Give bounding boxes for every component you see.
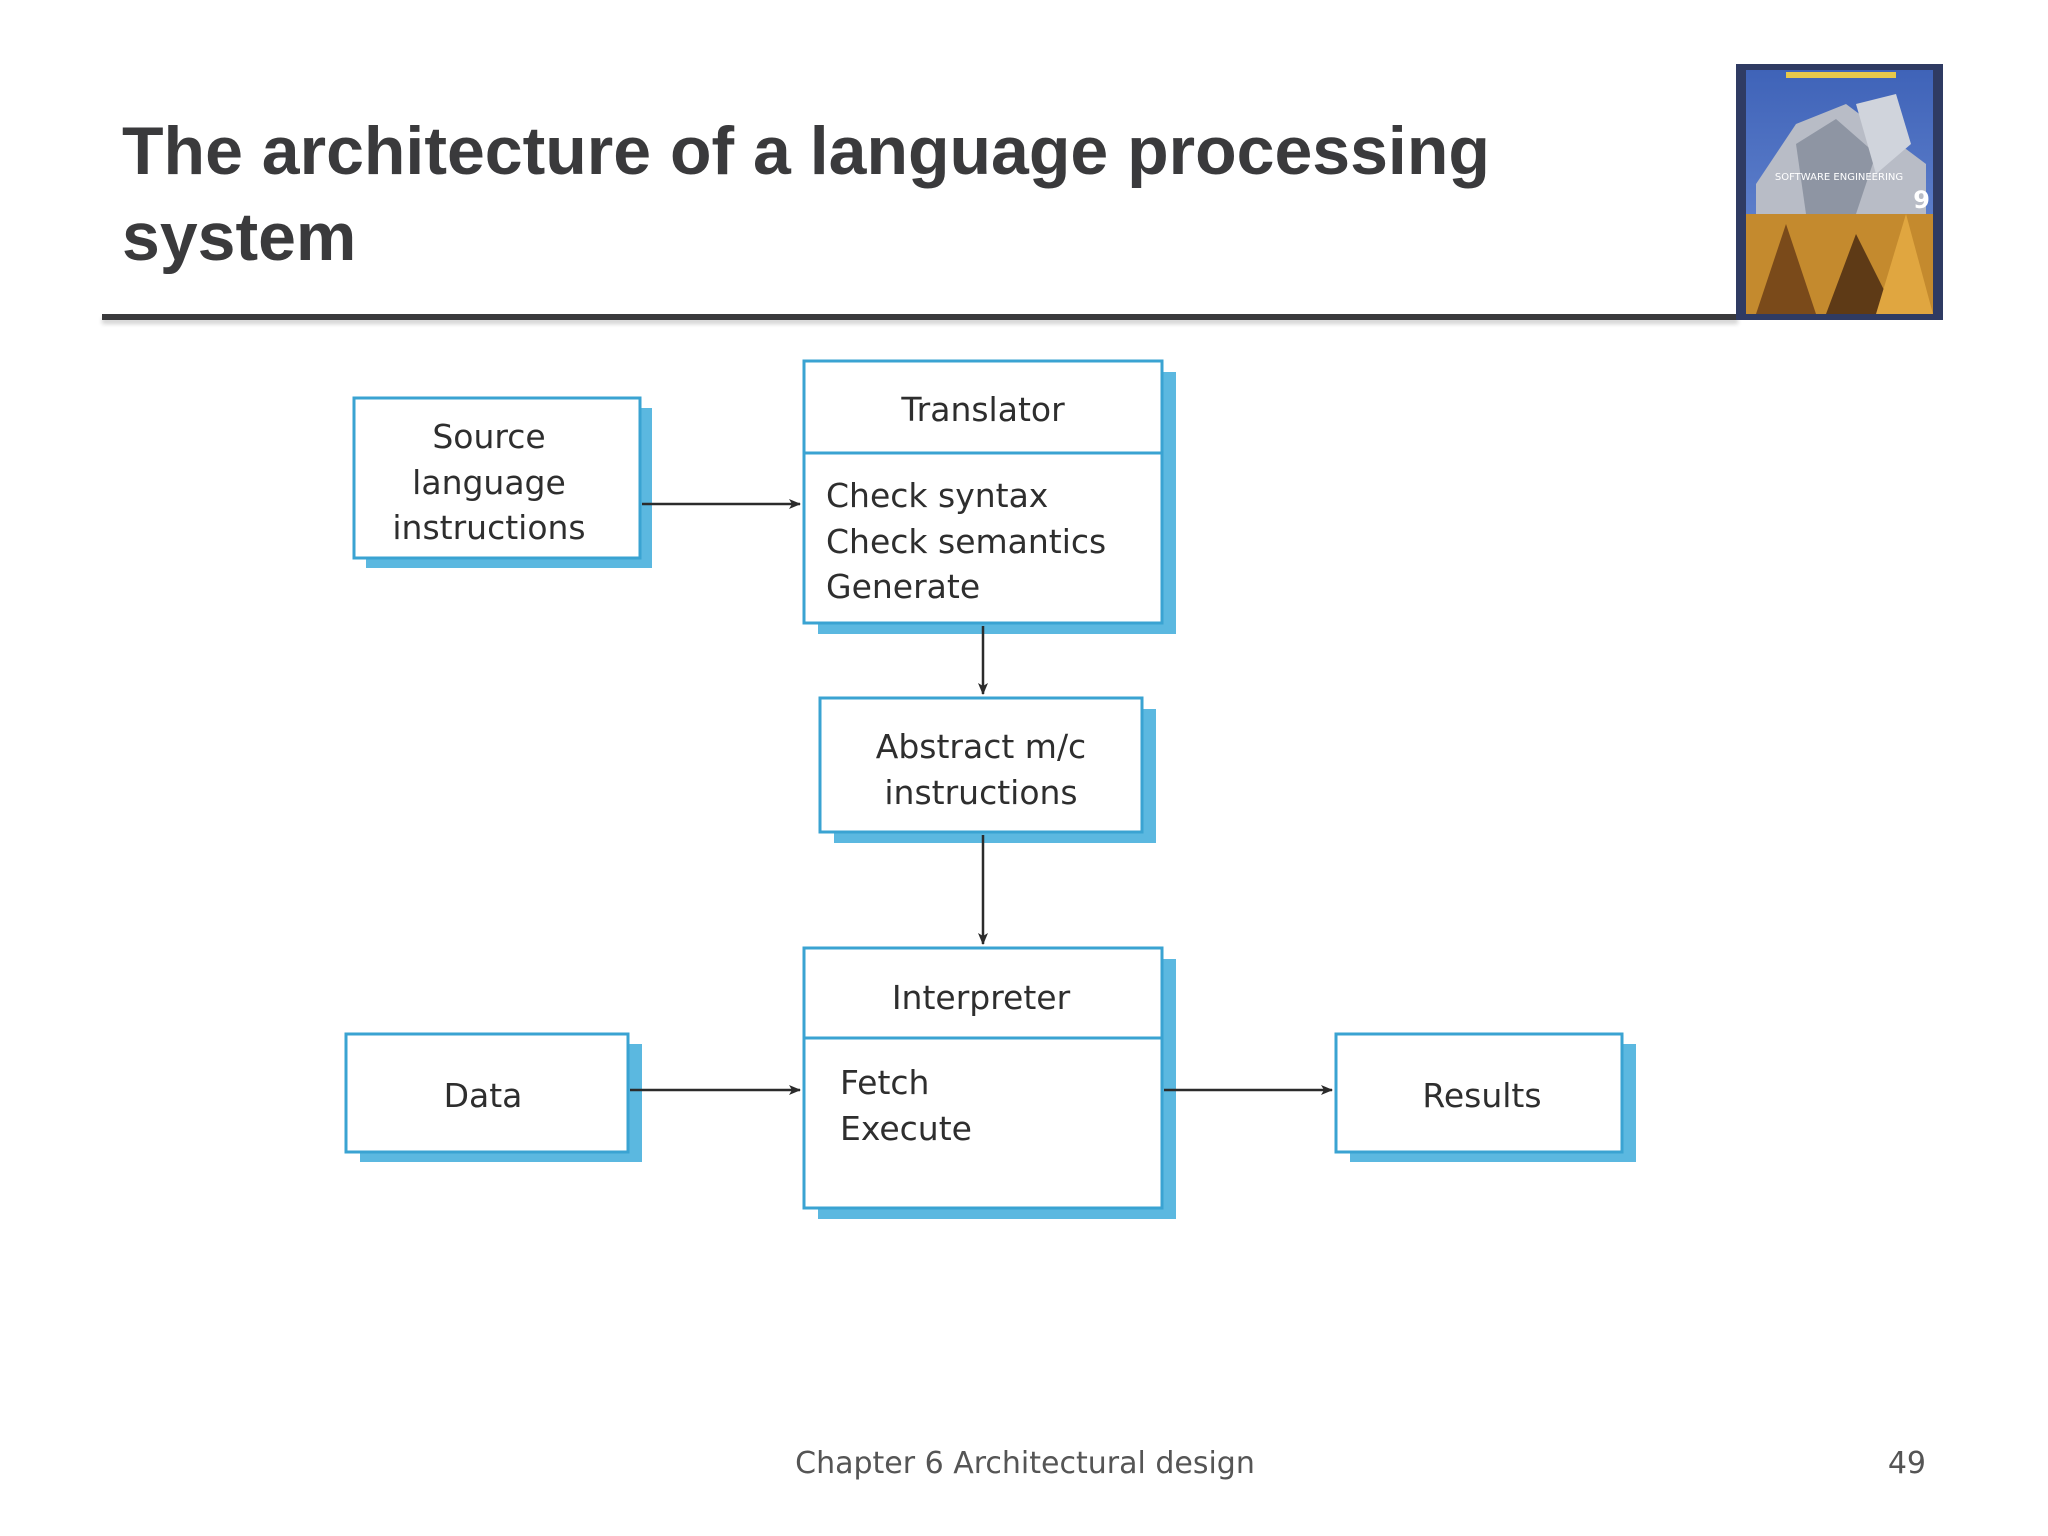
page-number: 49	[1887, 1446, 1926, 1481]
footer-chapter: Chapter 6 Architectural design	[795, 1446, 1255, 1481]
interpreter-line-2: Execute	[840, 1109, 972, 1148]
abstract-box-line-1: Abstract m/c	[876, 727, 1086, 766]
abstract-instructions-box: Abstract m/c instructions	[818, 696, 1156, 843]
title-divider	[102, 314, 1738, 320]
interpreter-header: Interpreter	[892, 978, 1071, 1017]
results-box-label: Results	[1422, 1076, 1541, 1115]
interpreter-box: Interpreter Fetch Execute	[802, 946, 1176, 1219]
source-box-line-2: language	[412, 463, 566, 502]
book-cover-title: SOFTWARE ENGINEERING	[1775, 172, 1903, 183]
translator-header: Translator	[900, 390, 1065, 429]
slide-title: The architecture of a language processin…	[122, 113, 1490, 275]
book-cover-edition: 9	[1913, 186, 1930, 214]
translator-line-1: Check syntax	[826, 476, 1048, 515]
translator-line-3: Generate	[826, 567, 980, 606]
data-box-label: Data	[444, 1076, 523, 1115]
book-cover-image: SOFTWARE ENGINEERING 9	[1736, 64, 1943, 320]
translator-box: Translator Check syntax Check semantics …	[802, 359, 1176, 634]
source-box-line-1: Source	[432, 417, 545, 456]
translator-line-2: Check semantics	[826, 522, 1106, 561]
results-box: Results	[1334, 1032, 1636, 1162]
interpreter-line-1: Fetch	[840, 1063, 929, 1102]
source-box-line-3: instructions	[392, 508, 585, 547]
source-language-box: Source language instructions	[352, 396, 652, 568]
data-box: Data	[344, 1032, 642, 1162]
abstract-box-line-2: instructions	[884, 773, 1077, 812]
